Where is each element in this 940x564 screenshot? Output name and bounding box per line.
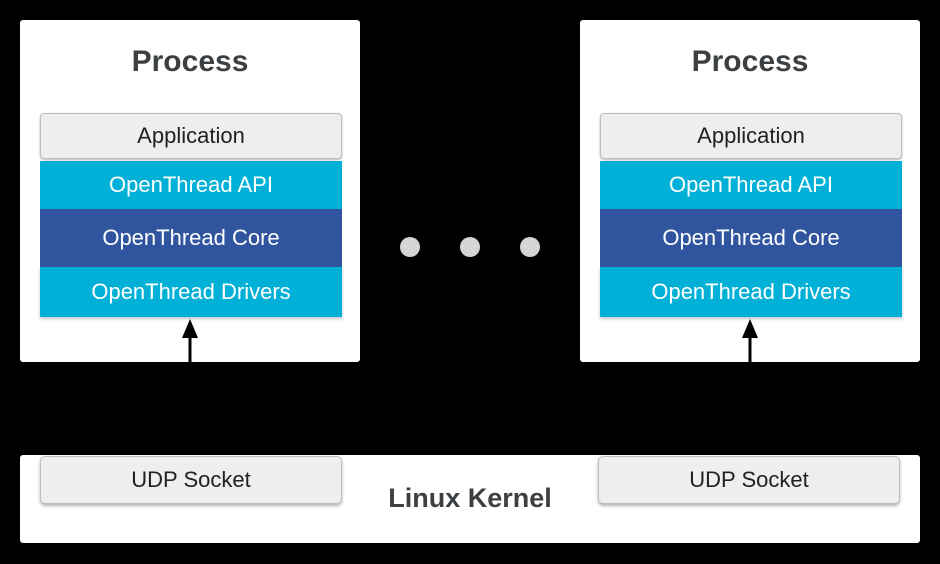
ellipsis-dots: [400, 237, 540, 257]
stack-layer-openthread-core-right: OpenThread Core: [600, 209, 902, 267]
process-title-right: Process: [691, 45, 809, 78]
stack-layer-openthread-core-left: OpenThread Core: [40, 209, 342, 267]
ellipsis-dot-3: [520, 237, 540, 257]
arrow-up-icon-left: [179, 318, 201, 364]
udp-socket-right: UDP Socket: [598, 456, 900, 504]
ellipsis-dot-1: [400, 237, 420, 257]
stack-layer-openthread-api-left: OpenThread API: [40, 161, 342, 209]
process-panel-left: Process Application OpenThread API OpenT…: [20, 20, 360, 362]
stack-layer-openthread-drivers-left: OpenThread Drivers: [40, 267, 342, 317]
openthread-stack-right: Application OpenThread API OpenThread Co…: [600, 113, 902, 317]
ellipsis-dot-2: [460, 237, 480, 257]
process-panel-right: Process Application OpenThread API OpenT…: [580, 20, 920, 362]
stack-layer-application-right: Application: [600, 113, 902, 159]
kernel-title: Linux Kernel: [388, 483, 552, 513]
stack-layer-openthread-api-right: OpenThread API: [600, 161, 902, 209]
stack-layer-application-left: Application: [40, 113, 342, 159]
kernel-panel: Linux Kernel UDP Socket UDP Socket: [20, 455, 920, 543]
udp-socket-left: UDP Socket: [40, 456, 342, 504]
stack-layer-openthread-drivers-right: OpenThread Drivers: [600, 267, 902, 317]
arrow-up-icon-right: [739, 318, 761, 364]
process-title-left: Process: [131, 45, 249, 78]
openthread-stack-left: Application OpenThread API OpenThread Co…: [40, 113, 342, 317]
